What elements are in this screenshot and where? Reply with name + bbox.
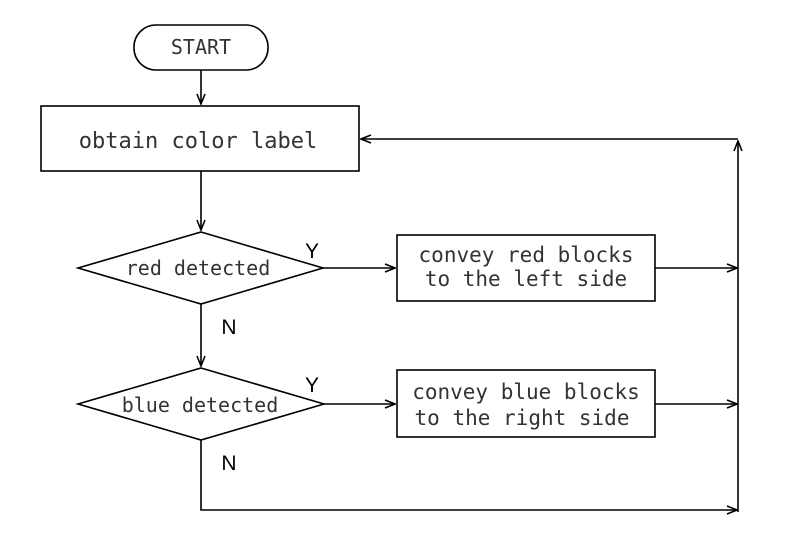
obtain-color-label-text: obtain color label [79, 129, 317, 154]
convey-red-line1: convey red blocks [419, 243, 634, 267]
convey-blue-line2: to the right side [415, 406, 630, 430]
red-yes-label: Y [305, 240, 319, 263]
red-no-label: N [221, 316, 236, 339]
edge-blue-no [200, 440, 737, 510]
convey-blue-line1: convey blue blocks [412, 380, 640, 404]
obtain-color-label-box [40, 105, 360, 172]
start-label: START [171, 35, 231, 59]
blue-no-label: N [221, 452, 236, 475]
blue-yes-label: Y [305, 374, 319, 397]
blue-detected-label: blue detected [122, 393, 279, 417]
red-detected-label: red detected [126, 256, 271, 280]
convey-blue-blocks-box [396, 369, 656, 438]
convey-red-blocks-box [396, 234, 656, 302]
convey-red-line2: to the left side [425, 267, 627, 291]
